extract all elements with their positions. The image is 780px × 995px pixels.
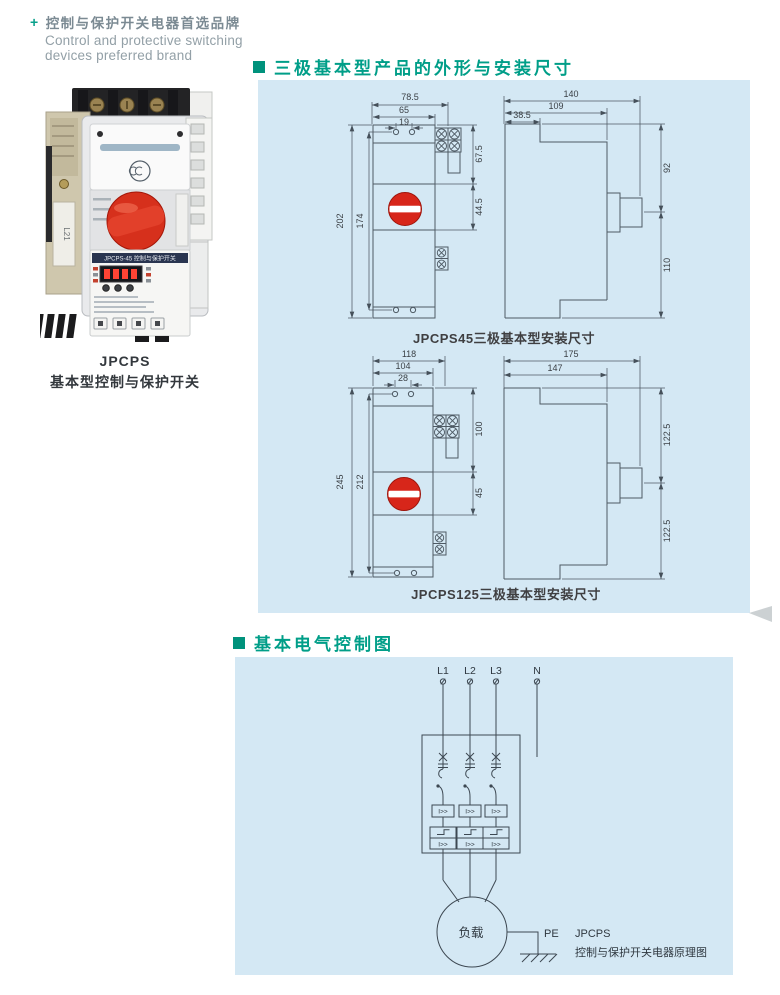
brand-slogan-en2: devices preferred brand (45, 48, 193, 63)
front-view-jpcps125-dims: 245 212 100 45 118 104 28 (335, 349, 484, 578)
side-view-jpcps45 (504, 123, 643, 319)
front-view-jpcps45 (372, 124, 462, 319)
svg-text:212: 212 (355, 474, 365, 489)
brand-block: + 控制与保护开关电器首选品牌 Control and protective s… (30, 12, 260, 62)
side-view-jpcps45-dims: 140 109 38.5 92 110 (503, 89, 672, 319)
relay-label: I>> (491, 809, 501, 816)
relay-label: I>> (438, 809, 448, 816)
svg-text:122.5: 122.5 (662, 424, 672, 447)
ground-symbol (507, 931, 558, 963)
svg-text:109: 109 (548, 101, 563, 111)
page-curl-artifact (749, 606, 772, 622)
front-view-jpcps45-dims: 202 174 67.5 44.5 78.5 65 19 (335, 92, 484, 319)
brand-slogan-en1: Control and protective switching (45, 33, 243, 48)
schematic-svg: L1 L2 L3 N (421, 665, 707, 968)
photo-handle-face (89, 189, 191, 251)
svg-text:78.5: 78.5 (401, 92, 419, 102)
svg-text:122.5: 122.5 (662, 520, 672, 543)
photo-side-label: L21 (62, 227, 71, 241)
svg-text:28: 28 (398, 373, 408, 383)
svg-text:245: 245 (335, 474, 345, 489)
svg-text:118: 118 (402, 349, 416, 359)
svg-text:174: 174 (355, 213, 365, 228)
svg-text:67.5: 67.5 (474, 145, 484, 163)
pole-branch-l1 (429, 684, 457, 880)
product-name: JPCPS (99, 353, 151, 369)
pe-label: PE (544, 928, 559, 940)
terminal-label-l1: L1 (437, 665, 449, 677)
svg-text:100: 100 (474, 421, 484, 436)
section1-header: 三极基本型产品的外形与安装尺寸 (253, 54, 574, 79)
load-label: 负载 (458, 926, 484, 940)
schematic-name: JPCPS (575, 928, 610, 940)
photo-upper-face (89, 123, 191, 191)
dimension-drawings-svg: 202 174 67.5 44.5 78.5 65 19 (335, 89, 672, 602)
svg-text:147: 147 (547, 363, 562, 373)
product-label: JPCPS 基本型控制与保护开关 (25, 353, 225, 392)
load-feed-lines (442, 879, 497, 903)
photo-brand-strip (100, 144, 180, 151)
photo-heatsink-fins (40, 314, 169, 342)
pole-branch-l2 (456, 684, 484, 880)
svg-text:65: 65 (399, 105, 409, 115)
pole-branch-l3 (482, 684, 510, 880)
square-bullet-icon (233, 636, 245, 649)
cps-enclosure-box (421, 734, 521, 854)
svg-text:92: 92 (662, 163, 672, 173)
schematic-desc: 控制与保护开关电器原理图 (575, 945, 707, 959)
svg-text:45: 45 (474, 488, 484, 498)
brand-slogan-cn: + 控制与保护开关电器首选品牌 (30, 12, 260, 32)
section2-header: 基本电气控制图 (233, 630, 394, 655)
section1-title: 三极基本型产品的外形与安装尺寸 (274, 59, 574, 78)
svg-text:19: 19 (399, 117, 409, 127)
svg-text:175: 175 (563, 349, 578, 359)
ccc-logo-icon (129, 160, 151, 182)
svg-text:110: 110 (662, 258, 672, 272)
side-view-jpcps125 (503, 387, 643, 580)
relay-label: I>> (465, 809, 475, 816)
relay-label: I>> (465, 842, 475, 849)
schematic-panel: L1 L2 L3 N (235, 657, 733, 975)
svg-text:104: 104 (395, 361, 410, 371)
photo-panel-title: JPCPS-45 控制与保护开关 (104, 255, 176, 263)
terminal-label-l3: L3 (490, 665, 502, 677)
caption-jpcps125: JPCPS125三极基本型安装尺寸 (411, 587, 601, 602)
caption-jpcps45: JPCPS45三极基本型安装尺寸 (413, 331, 595, 346)
svg-text:140: 140 (563, 89, 578, 99)
photo-terminal-block (72, 88, 190, 122)
terminal-label-l2: L2 (464, 665, 476, 677)
product-photo-svg: L21 (40, 88, 213, 342)
square-bullet-icon (253, 60, 265, 73)
plus-mark: + (30, 14, 40, 30)
side-view-jpcps125-dims: 175 147 122.5 122.5 (503, 349, 672, 580)
svg-text:44.5: 44.5 (474, 198, 484, 216)
product-photo: L21 (40, 84, 215, 342)
brand-slogan-cn-text: 控制与保护开关电器首选品牌 (45, 16, 241, 31)
terminal-symbols (439, 678, 541, 685)
terminal-label-n: N (533, 665, 541, 677)
product-subtitle: 基本型控制与保护开关 (50, 374, 200, 390)
front-view-jpcps125 (372, 387, 460, 578)
section2-title: 基本电气控制图 (254, 635, 394, 654)
dimension-panel: 202 174 67.5 44.5 78.5 65 19 (258, 80, 750, 613)
relay-label: I>> (491, 842, 501, 849)
photo-control-panel: JPCPS-45 控制与保护开关 (89, 249, 191, 337)
svg-text:38.5: 38.5 (513, 110, 531, 120)
relay-label: I>> (438, 842, 448, 849)
svg-text:202: 202 (335, 213, 345, 228)
